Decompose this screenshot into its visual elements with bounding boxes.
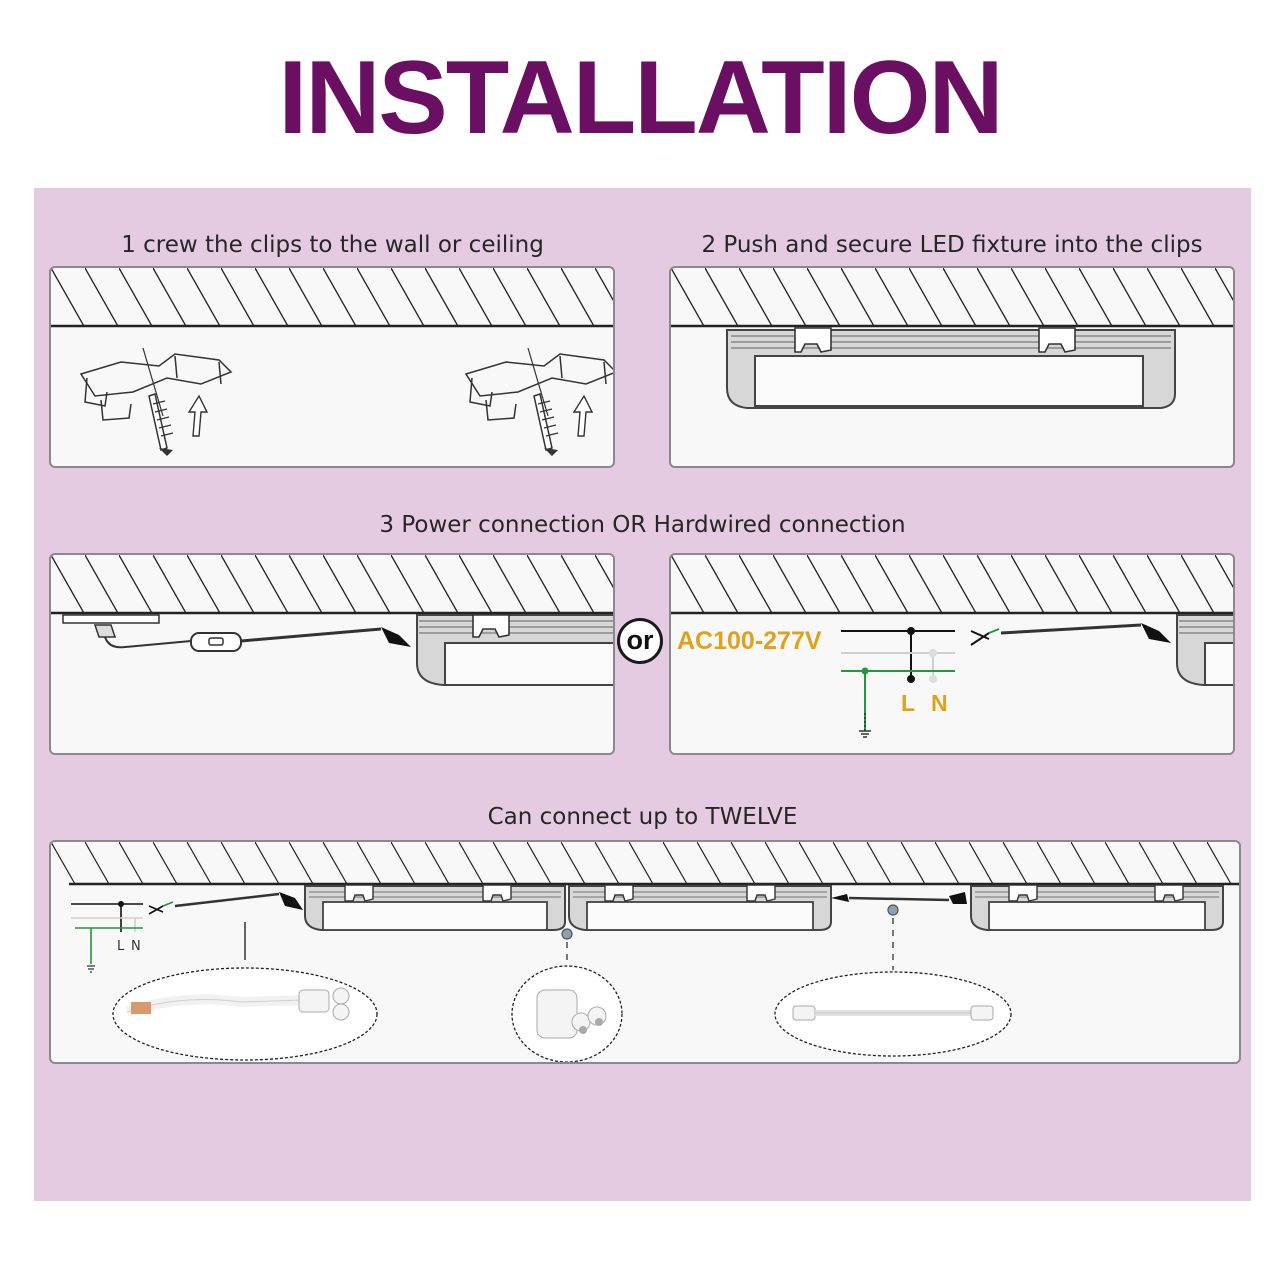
clip-icon: [794, 327, 1076, 353]
led-fixture-icon: [726, 329, 1176, 409]
inline-switch-icon: [190, 632, 242, 652]
step-2-caption: 2 Push and secure LED fixture into the c…: [701, 232, 1203, 258]
wiring-diagram-icon: [71, 901, 174, 973]
diagram-clips: [49, 266, 615, 468]
chain-live-label: L: [117, 939, 125, 954]
led-fixture-3-icon: [970, 884, 1224, 931]
neutral-label: N: [931, 690, 948, 716]
page-title: INSTALLATION: [278, 40, 1003, 156]
led-fixture-icon: [416, 614, 613, 686]
end-connector-icon: [511, 965, 623, 1062]
power-cable-icon: [112, 967, 378, 1061]
led-fixture-icon: [1176, 614, 1233, 686]
wiring-diagram-icon: [841, 627, 1000, 738]
clip-right-icon: [465, 347, 613, 457]
voltage-label: AC100-277V: [677, 627, 822, 655]
diagram-hardwired: AC100-277V L N: [669, 553, 1235, 755]
diagram-chain: L N: [49, 840, 1241, 1064]
led-fixture-1-icon: [304, 884, 566, 931]
chain-neutral-label: N: [131, 939, 141, 954]
step-1-caption: 1 crew the clips to the wall or ceiling: [121, 232, 544, 258]
clip-left-icon: [80, 347, 232, 457]
step-3-caption: 3 Power connection OR Hardwired connecti…: [379, 512, 906, 538]
led-fixture-2-icon: [568, 884, 832, 931]
diagram-power-plug: [49, 553, 615, 755]
diagram-fixture-clips: [669, 266, 1235, 468]
live-label: L: [901, 690, 915, 716]
or-badge: or: [617, 618, 663, 664]
power-plug-icon: [93, 624, 192, 649]
step-4-caption: Can connect up to TWELVE: [487, 804, 798, 830]
connector-cable-icon: [774, 971, 1012, 1057]
